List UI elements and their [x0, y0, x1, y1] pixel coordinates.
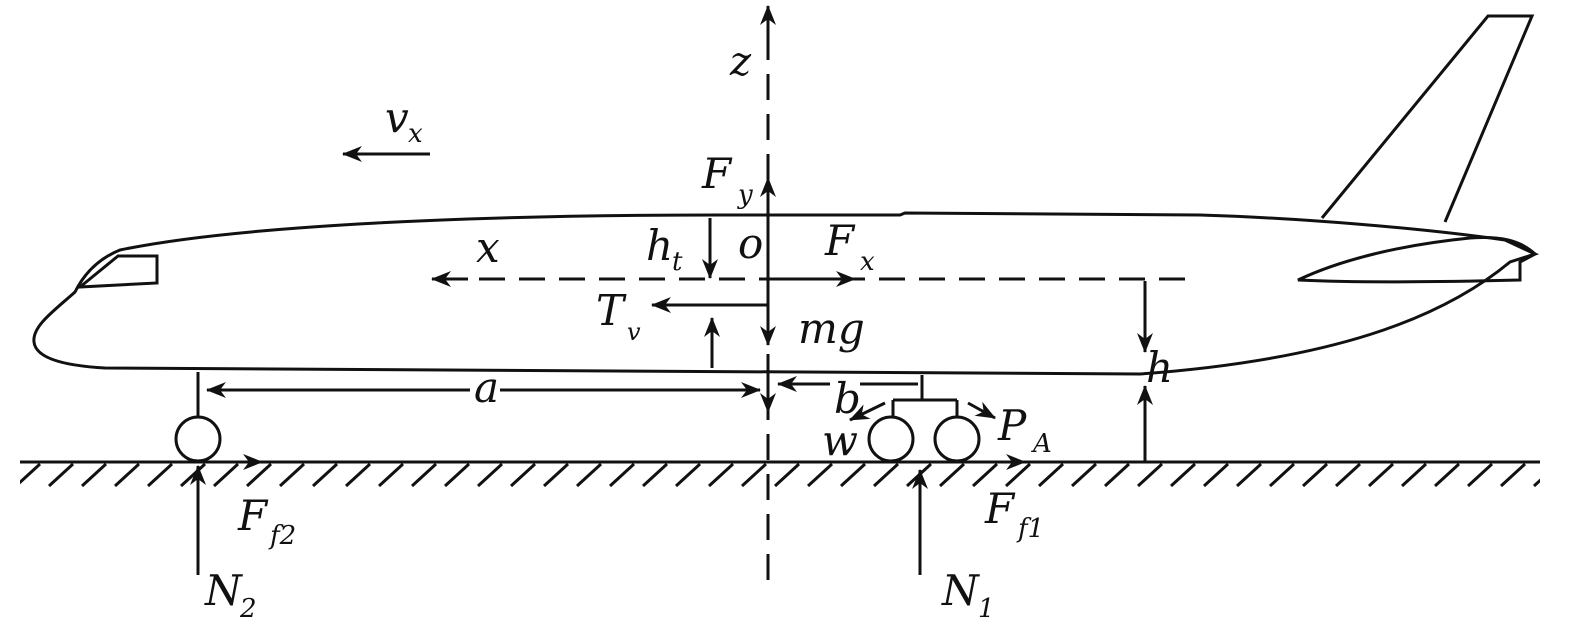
- tail-fin: [1320, 14, 1535, 223]
- velocity-label: v: [385, 93, 409, 142]
- brake-pressure-subscript: A: [1031, 429, 1052, 459]
- hatch-line: [1004, 462, 1032, 488]
- brake-pressure-arrow: [967, 401, 996, 420]
- hatch-line: [575, 462, 603, 488]
- hatch-line: [1103, 462, 1131, 488]
- drag-force-subscript: x: [860, 247, 875, 277]
- origin-label: o: [738, 219, 763, 268]
- hatch-line: [1532, 478, 1540, 488]
- friction-f1-label: F: [984, 484, 1016, 533]
- hatch-line: [212, 462, 240, 488]
- thrust-height-label: h: [646, 221, 673, 270]
- normal-force-n1-label: N: [941, 566, 980, 615]
- brake-force-w-arrow: [849, 401, 886, 422]
- weight-label: mg: [798, 304, 865, 353]
- friction-f1-subscript: f1: [1016, 514, 1044, 544]
- hatch-line: [1136, 462, 1164, 488]
- hatch-line: [707, 462, 735, 488]
- z-label: z: [729, 39, 752, 85]
- hatch-line: [674, 462, 702, 488]
- normal-force-n1-subscript: 1: [978, 594, 995, 624]
- hatch-line: [641, 462, 669, 488]
- hatch-line: [146, 462, 174, 488]
- hatch-line: [1268, 462, 1296, 488]
- hatch-line: [410, 462, 438, 488]
- distance-a-label: a: [474, 363, 499, 412]
- hatch-line: [278, 462, 306, 488]
- cg-height-label: h: [1146, 343, 1173, 392]
- hatch-line: [509, 462, 537, 488]
- thrust-height-subscript: t: [672, 247, 683, 277]
- ground: [20, 460, 1540, 488]
- hatch-line: [311, 462, 339, 488]
- hatch-line: [608, 462, 636, 488]
- hatch-line: [20, 462, 42, 485]
- hatch-line: [1499, 462, 1527, 488]
- lift-force-label: F: [701, 149, 733, 198]
- nose-landing-gear: [174, 372, 222, 463]
- normal-force-n2-subscript: 2: [239, 594, 257, 624]
- brake-force-label: w: [822, 416, 858, 465]
- brake-pressure-label: P: [997, 401, 1027, 450]
- fuselage-outline: [32, 211, 1540, 376]
- hatch-line: [344, 462, 372, 488]
- hatch-line: [245, 462, 273, 488]
- hatch-line: [1466, 462, 1494, 488]
- normal-force-n2-label: N: [204, 566, 243, 615]
- hatch-line: [1235, 462, 1263, 488]
- thrust-label: T: [596, 286, 627, 335]
- hatch-line: [1037, 462, 1065, 488]
- hatch-line: [971, 462, 999, 488]
- hatch-line: [1334, 462, 1362, 488]
- x-axis-label: x: [476, 223, 500, 272]
- hatch-line: [773, 462, 801, 488]
- hatch-line: [1367, 462, 1395, 488]
- hatch-line: [872, 462, 900, 488]
- thrust-subscript: v: [627, 318, 641, 346]
- velocity-subscript: x: [408, 119, 423, 149]
- hatch-line: [80, 462, 108, 488]
- hatch-line: [476, 462, 504, 488]
- hatch-line: [113, 462, 141, 488]
- drag-force-label: F: [824, 216, 856, 265]
- friction-f2-subscript: f2: [268, 521, 296, 551]
- hatch-line: [806, 462, 834, 488]
- hatch-line: [1169, 462, 1197, 488]
- hatch-line: [1070, 462, 1098, 488]
- hatch-line: [938, 462, 966, 488]
- hatch-line: [443, 462, 471, 488]
- horizontal-stabilizer: [1297, 236, 1538, 284]
- hatch-line: [740, 462, 768, 488]
- hatch-line: [377, 462, 405, 488]
- hatch-line: [1301, 462, 1329, 488]
- distance-b-label: b: [834, 374, 861, 423]
- ground-hatching: [20, 462, 1540, 488]
- lift-force-subscript: y: [737, 180, 753, 210]
- friction-f2-label: F: [237, 491, 269, 540]
- hatch-line: [47, 462, 75, 488]
- hatch-line: [179, 462, 207, 488]
- hatch-line: [1433, 462, 1461, 488]
- hatch-line: [542, 462, 570, 488]
- hatch-line: [1202, 462, 1230, 488]
- main-landing-gear: [867, 375, 981, 463]
- hatch-line: [1400, 462, 1428, 488]
- hatch-line: [839, 462, 867, 488]
- cockpit-window: [75, 254, 159, 289]
